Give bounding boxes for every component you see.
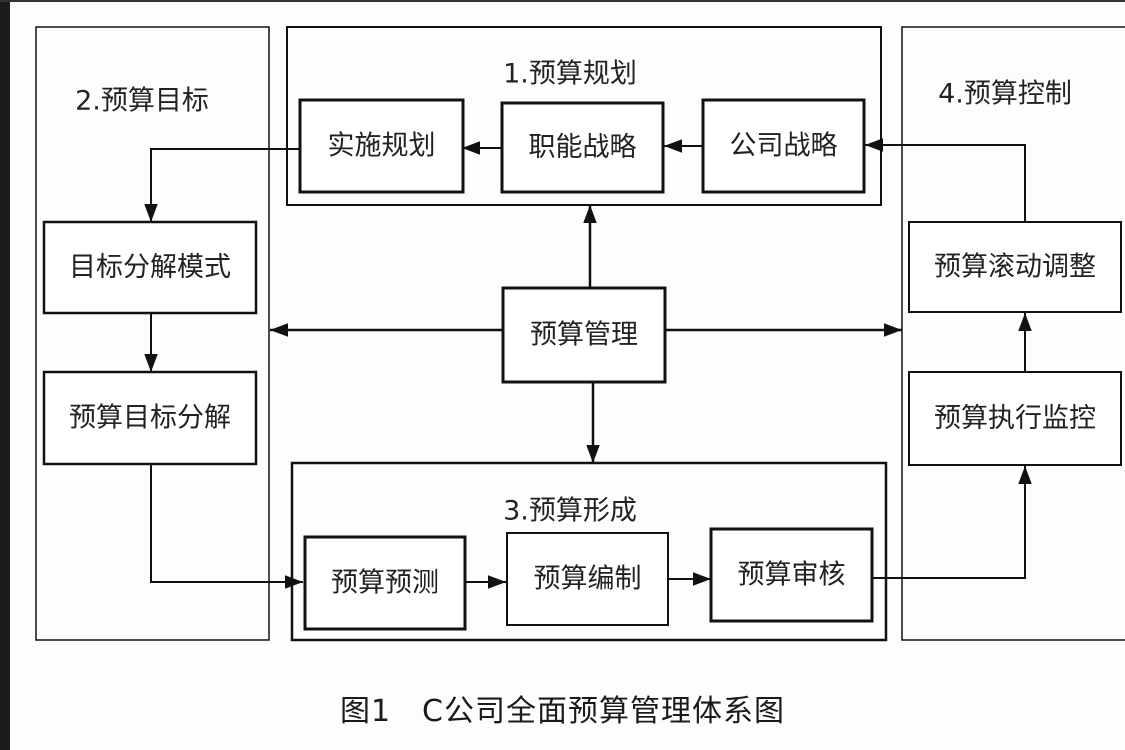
edge-budget-target-decomposition-to-budget-forecast [150,464,303,589]
node-box [709,527,874,623]
node-box [303,535,467,631]
group-frame [290,461,888,642]
edge-rolling-adjustment-to-company-strategy [865,138,1026,222]
group-label: 1.预算规划 [503,59,637,90]
node-box [506,532,669,626]
node-box [42,370,258,466]
group-label: 4.预算控制 [938,79,1072,110]
group-frame [35,26,270,641]
node-rolling-adjustment: 预算滚动调整 [908,221,1122,313]
node-implementation-plan: 实施规划 [298,98,465,194]
node-target-decomposition-mode: 目标分解模式 [42,220,258,315]
node-budget-review: 预算审核 [709,527,874,623]
top-edge-bar [0,0,1125,2]
group-target: 2.预算目标 [35,26,270,641]
node-label: 预算管理 [530,320,638,351]
node-budget-preparation: 预算编制 [506,532,669,626]
node-label: 预算执行监控 [934,403,1096,434]
node-label: 目标分解模式 [69,252,231,283]
node-label: 公司战略 [730,131,838,162]
node-budget-target-decomposition: 预算目标分解 [42,370,258,466]
node-budget-forecast: 预算预测 [303,535,467,631]
group-label: 2.预算目标 [75,86,209,117]
left-edge-bar [0,0,10,750]
node-box [908,221,1122,313]
node-label: 预算滚动调整 [934,252,1096,283]
group-frame [901,26,1125,641]
edge-implementation-plan-to-target-decomposition-mode [144,148,300,222]
node-functional-strategy: 职能战略 [500,101,665,194]
edge-budget-review-to-execution-monitoring [873,466,1032,579]
node-box [908,371,1122,466]
group-label: 3.预算形成 [503,496,637,527]
node-box [298,98,465,194]
node-company-strategy: 公司战略 [701,98,866,194]
node-box [500,101,665,194]
node-label: 预算编制 [534,564,642,595]
node-execution-monitoring: 预算执行监控 [908,371,1122,466]
node-label: 预算目标分解 [69,403,231,434]
node-budget-management: 预算管理 [501,286,667,384]
node-label: 职能战略 [529,132,637,163]
node-box [501,286,667,384]
figure-caption: 图1 C公司全面预算管理体系图 [339,694,786,729]
node-label: 预算预测 [331,568,439,599]
node-box [42,220,258,315]
node-label: 实施规划 [328,131,436,162]
node-box [701,98,866,194]
group-control: 4.预算控制 [901,26,1125,641]
group-formation: 3.预算形成 [290,461,888,642]
node-label: 预算审核 [738,560,846,591]
